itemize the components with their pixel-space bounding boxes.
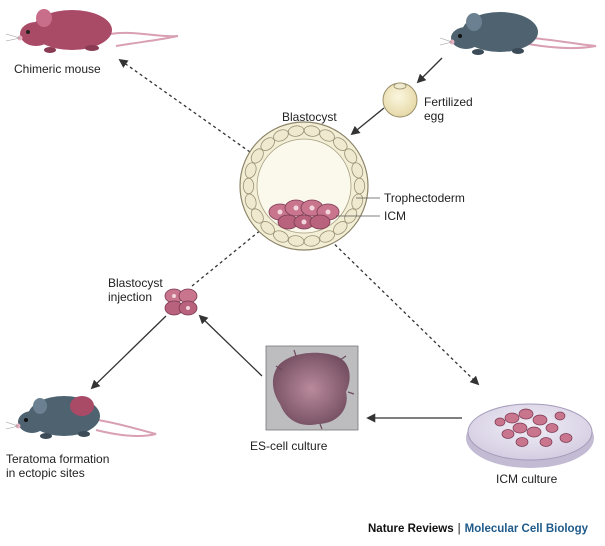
trophectoderm-cell — [353, 177, 366, 195]
gray-mouse-icon — [439, 12, 597, 55]
label-icm-culture: ICM culture — [496, 472, 558, 486]
label-teratoma-line2: in ectopic sites — [6, 466, 85, 480]
icm-cells — [268, 199, 340, 230]
label-teratoma-line1: Teratoma formation — [6, 452, 110, 466]
arrow-es-to-injection — [198, 314, 263, 377]
label-trophectoderm: Trophectoderm — [384, 191, 465, 205]
credit-publisher: Nature Reviews — [368, 523, 454, 535]
arrow-egg-to-blastocyst — [350, 107, 385, 136]
credit-journal: Molecular Cell Biology — [464, 523, 588, 535]
injection-cells-icon — [164, 288, 198, 316]
chimeric-mouse-icon — [5, 9, 179, 53]
trophectoderm-cell — [242, 177, 255, 195]
credit-line: Nature Reviews|Molecular Cell Biology — [368, 523, 588, 535]
credit-separator: | — [457, 523, 461, 535]
label-blastocyst: Blastocyst — [282, 110, 337, 124]
arrows — [90, 57, 480, 423]
trophectoderm-cell — [351, 162, 364, 179]
label-fertilized-line1: Fertilized — [424, 95, 473, 109]
label-chimeric-mouse: Chimeric mouse — [14, 62, 101, 76]
blastocyst-icon — [239, 121, 380, 251]
teratoma-icon — [70, 396, 94, 416]
teratoma-mouse-icon — [5, 396, 157, 439]
arrow-gray-mouse-to-egg — [416, 57, 443, 84]
label-icm: ICM — [384, 209, 406, 223]
fertilized-egg-icon — [382, 82, 418, 118]
arrow-icm-to-icm-culture — [321, 231, 480, 386]
label-blastocyst-injection-line1: Blastocyst — [108, 276, 163, 290]
label-es-cell-culture: ES-cell culture — [250, 439, 328, 453]
icm-culture-dish-icon — [466, 403, 594, 468]
arrow-blastocyst-to-chimeric — [118, 58, 251, 153]
label-blastocyst-injection-line2: injection — [108, 290, 153, 304]
es-cell-culture-image — [265, 345, 359, 431]
arrow-injection-to-teratoma — [90, 315, 167, 390]
label-fertilized-line2: egg — [424, 109, 445, 123]
trophectoderm-cells — [242, 125, 366, 247]
